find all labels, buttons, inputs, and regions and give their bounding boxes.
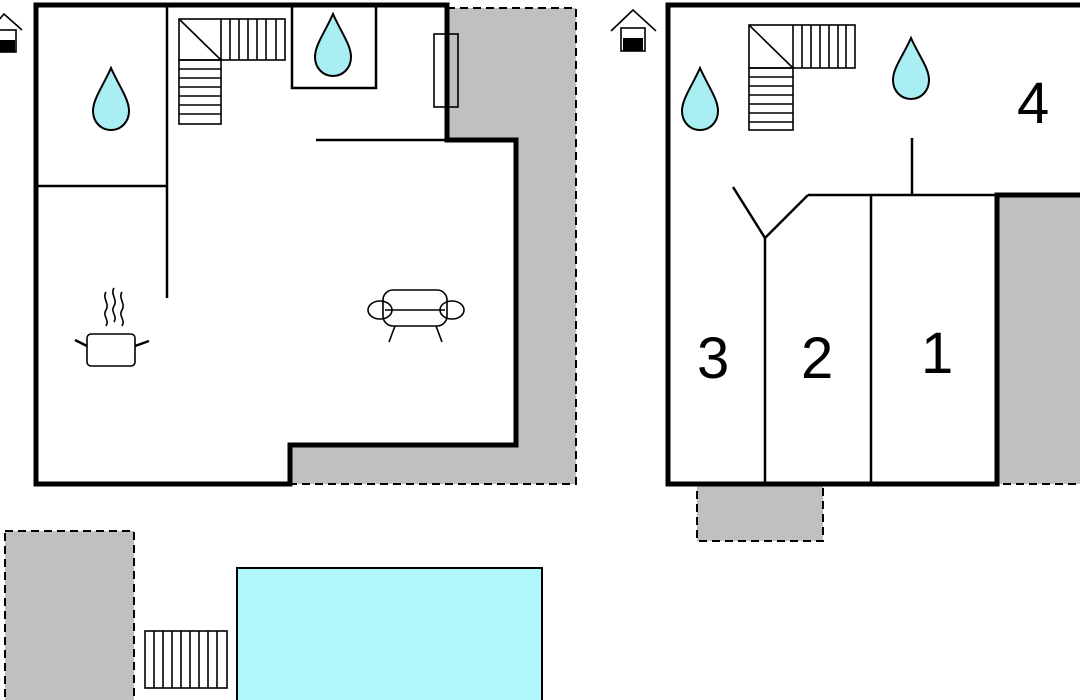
room-number-2: 2 [801, 326, 833, 391]
room-number-3: 3 [697, 326, 729, 391]
bedroom-corner-wall [731, 186, 767, 239]
stairs-icon [178, 18, 286, 125]
upper-floor-terrace-bottom [696, 483, 824, 542]
water-drop-icon [680, 65, 720, 132]
swimming-pool [236, 567, 543, 700]
deck-steps-icon [144, 630, 228, 689]
upper-floor-terrace-right [996, 194, 1080, 485]
water-drop-icon [891, 35, 931, 101]
garden-terrace [4, 530, 135, 700]
upper-floor-outer-wall [665, 2, 1080, 487]
water-drop-icon [313, 11, 353, 78]
water-drop-icon [91, 65, 131, 132]
room-number-1: 1 [921, 321, 953, 386]
top-alcove [290, 3, 378, 90]
garden-area [4, 530, 543, 700]
upper-floor: 4 3 2 1 [665, 2, 1080, 542]
room-number-4: 4 [1017, 71, 1049, 136]
house-icon [610, 8, 657, 52]
sofa-icon [367, 289, 465, 343]
ground-floor-outer-wall [33, 2, 519, 487]
stairs-icon [748, 24, 856, 131]
window-element [433, 33, 459, 108]
bedroom-diagonal-wall [764, 194, 809, 239]
cooking-pot-icon [74, 287, 150, 367]
ground-floor [33, 2, 577, 487]
house-icon [0, 12, 23, 53]
ground-floor-terrace [289, 7, 577, 485]
